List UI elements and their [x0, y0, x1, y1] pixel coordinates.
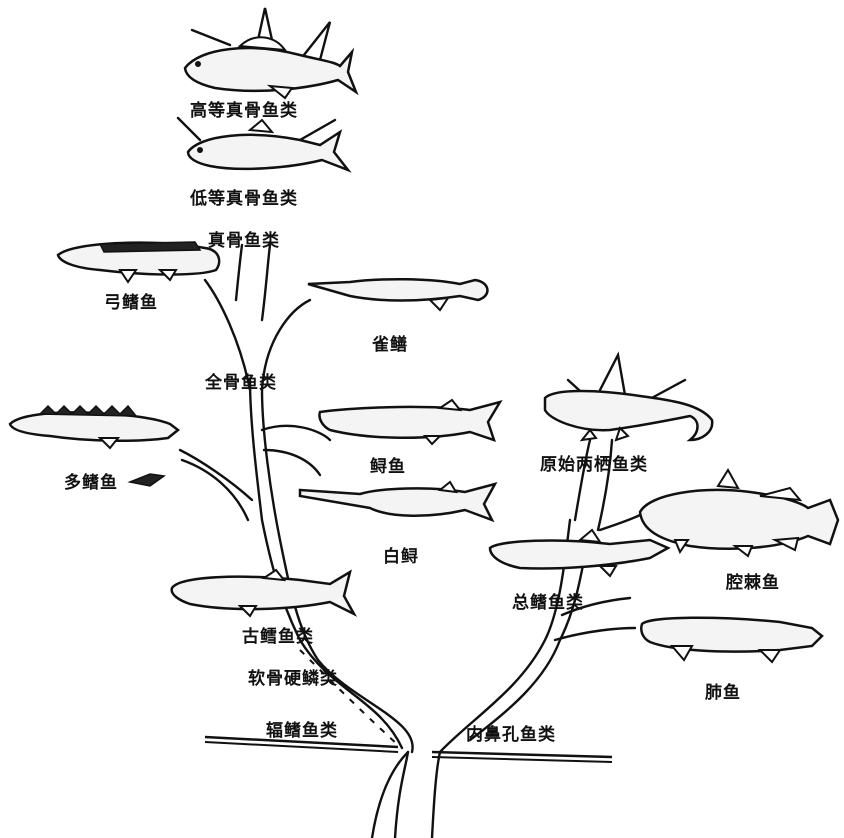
- ground-line-right: [431, 750, 613, 759]
- label-teleosts: 真骨鱼类: [208, 231, 280, 251]
- bichir-fish-icon: [8, 404, 181, 450]
- label-higher-teleosts: 高等真骨鱼类: [190, 101, 298, 121]
- lungfish-fish-icon: [640, 616, 824, 664]
- coelacanth-fish-icon: [638, 468, 840, 558]
- label-chondrosteans: 软骨硬鳞类: [248, 669, 338, 689]
- label-holosteans: 全骨鱼类: [205, 373, 277, 393]
- early-amphibian-icon: [543, 389, 714, 442]
- palaeoniscoid-fish-icon: [170, 568, 358, 618]
- small-fish-icon: [127, 473, 166, 487]
- label-coelacanth: 腔棘鱼: [726, 573, 780, 593]
- label-early-amphibians: 原始两栖鱼类: [540, 455, 648, 475]
- label-ray-finned: 辐鳍鱼类: [266, 721, 338, 741]
- label-lungfish: 肺鱼: [705, 683, 741, 703]
- paddlefish-fish-icon: [298, 480, 498, 523]
- label-gar: 雀鳝: [372, 335, 408, 355]
- higher-teleost-fish-icon: [183, 36, 359, 100]
- lower-teleost-fish-icon: [186, 118, 352, 173]
- bowfin-fish-icon: [56, 241, 221, 284]
- label-sturgeon: 鲟鱼: [370, 457, 406, 477]
- crossopterygian-fish-icon: [488, 528, 671, 578]
- dashed-link: [299, 649, 399, 746]
- label-bowfin: 弓鳍鱼: [104, 293, 158, 313]
- label-bichir: 多鳍鱼: [64, 473, 118, 493]
- label-lower-teleosts: 低等真骨鱼类: [190, 189, 298, 209]
- ground-line-left: [204, 735, 399, 749]
- label-palaeoniscoids: 古鳕鱼类: [242, 627, 314, 647]
- sturgeon-fish-icon: [318, 398, 503, 446]
- base-trunk: [370, 750, 410, 838]
- label-lobe-finned: 内鼻孔鱼类: [466, 725, 556, 745]
- label-crossopterygians: 总鳍鱼类: [512, 593, 584, 613]
- gar-fish-icon: [307, 277, 489, 312]
- label-paddlefish: 白鲟: [383, 547, 419, 567]
